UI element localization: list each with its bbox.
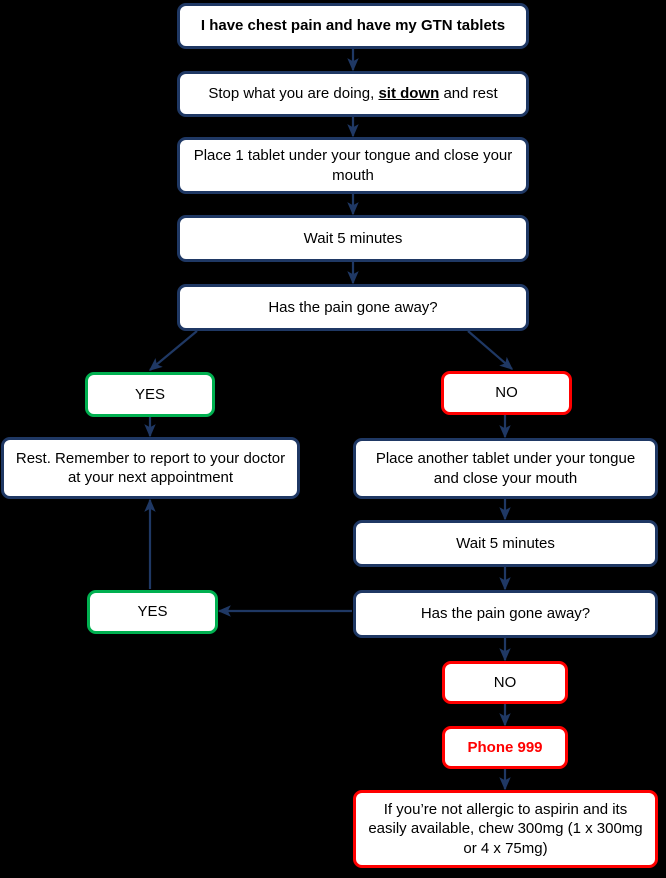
node-no-2[interactable]: NO	[442, 661, 568, 704]
node-place-another-tablet[interactable]: Place another tablet under your tongue a…	[353, 438, 658, 499]
node-place-one-tablet[interactable]: Place 1 tablet under your tongue and clo…	[177, 137, 529, 194]
node-decision-pain-gone-2-label: Has the pain gone away?	[420, 605, 591, 623]
node-no-2-label: NO	[493, 673, 517, 691]
node-wait-five-minutes-1[interactable]: Wait 5 minutes	[177, 215, 529, 262]
node-no-1-label: NO	[495, 384, 518, 402]
node-aspirin-advice[interactable]: If you’re not allergic to aspirin and it…	[353, 790, 658, 868]
node-place-one-tablet-label: Place 1 tablet under your tongue and clo…	[193, 147, 513, 184]
node-stop-and-sit-down[interactable]: Stop what you are doing, sit down and re…	[177, 71, 529, 117]
node-yes-1[interactable]: YES	[85, 372, 215, 417]
node-decision-pain-gone-1[interactable]: Has the pain gone away?	[177, 284, 529, 331]
node-phone-999[interactable]: Phone 999	[442, 726, 568, 769]
node-stop-and-sit-down-label: Stop what you are doing, sit down and re…	[190, 84, 516, 103]
node-start-label: I have chest pain and have my GTN tablet…	[200, 17, 506, 35]
node-place-another-tablet-label: Place another tablet under your tongue a…	[375, 450, 636, 487]
stop-text-before: Stop what you are doing,	[208, 85, 379, 103]
node-yes-1-label: YES	[134, 385, 165, 403]
node-wait-five-minutes-2-label: Wait 5 minutes	[456, 534, 555, 552]
stop-text-after: and rest	[439, 85, 498, 103]
node-start[interactable]: I have chest pain and have my GTN tablet…	[177, 3, 529, 49]
node-yes-2[interactable]: YES	[87, 590, 218, 634]
node-yes-2-label: YES	[137, 603, 168, 621]
edge-decision-to-no	[467, 330, 513, 370]
node-rest-and-report-label: Rest. Remember to report to your doctor …	[15, 449, 286, 486]
node-aspirin-advice-label: If you’re not allergic to aspirin and it…	[368, 801, 643, 857]
node-decision-pain-gone-1-label: Has the pain gone away?	[268, 298, 438, 316]
node-phone-999-label: Phone 999	[467, 738, 543, 756]
node-no-1[interactable]: NO	[441, 371, 572, 415]
edge-decision-to-yes	[148, 330, 198, 371]
node-wait-five-minutes-2[interactable]: Wait 5 minutes	[353, 520, 658, 567]
node-rest-and-report[interactable]: Rest. Remember to report to your doctor …	[1, 437, 300, 499]
node-wait-five-minutes-1-label: Wait 5 minutes	[303, 229, 403, 247]
node-decision-pain-gone-2[interactable]: Has the pain gone away?	[353, 590, 658, 638]
stop-text-emphasis: sit down	[378, 85, 440, 103]
